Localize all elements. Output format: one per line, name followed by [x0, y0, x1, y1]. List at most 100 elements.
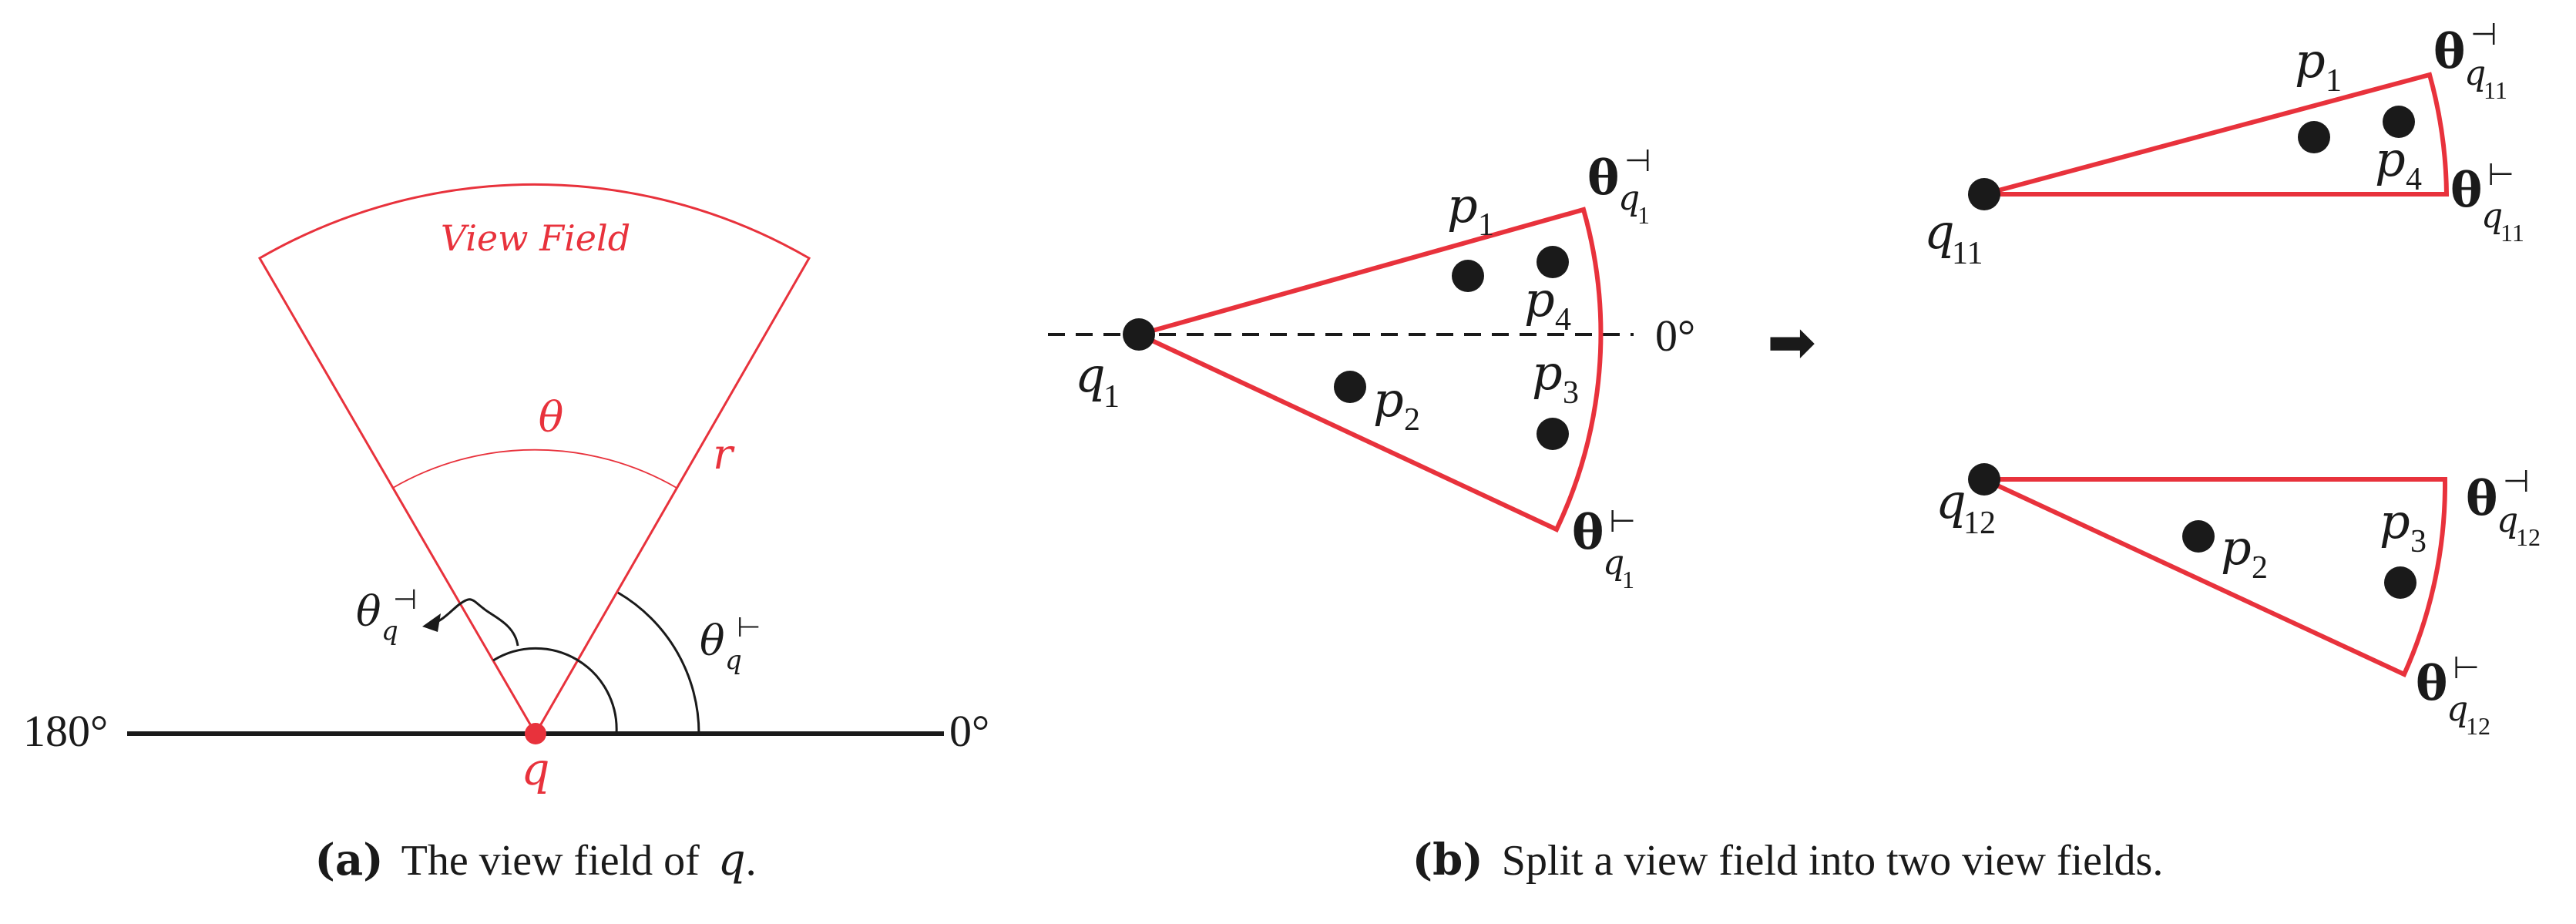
svg-text:θ: θ: [2450, 162, 2482, 218]
point-p2: [1334, 371, 1366, 403]
svg-text:θ: θ: [1587, 150, 1619, 206]
origin-label: q: [521, 743, 549, 795]
deg-0-label: 0°: [949, 706, 989, 756]
point-p3: [1537, 418, 1569, 450]
point-p4: [1537, 246, 1569, 278]
label-q12-theta-top: θ ⊣ q 12: [2466, 464, 2541, 551]
svg-text:θ: θ: [1572, 504, 1604, 560]
label-q12: q 12: [1936, 473, 1996, 541]
svg-text:θ: θ: [2466, 470, 2497, 526]
transform-arrow: ➡: [1767, 311, 1816, 375]
label-p2: p 2: [1373, 371, 1420, 438]
zero-label: 0°: [1655, 311, 1695, 361]
point-q12-p2: [2182, 520, 2215, 553]
svg-text:p: p: [2380, 493, 2410, 549]
view-field-label: View Field: [441, 217, 630, 259]
label-q11-theta-bot: θ ⊢ q 11: [2450, 157, 2524, 247]
svg-text:q: q: [1075, 347, 1106, 403]
label-q12-p2: p 2: [2221, 519, 2268, 586]
panel-b-q11: q 11 p 1 p 4 θ ⊣ q 11 θ ⊢ q 11: [1924, 17, 2524, 271]
svg-text:⊣: ⊣: [2503, 464, 2530, 499]
point-p1: [1452, 260, 1484, 292]
svg-text:12: 12: [2516, 523, 2541, 551]
theta-arc: [392, 449, 677, 489]
panel-a: View Field θ r q θ q ⊣ θ q ⊢ 180° 0° (a)…: [23, 183, 989, 885]
svg-text:p: p: [1524, 271, 1555, 328]
svg-text:11: 11: [1952, 236, 1983, 271]
left-angle-label: θ q ⊣: [356, 584, 417, 647]
label-theta-bot-q1: θ ⊢ q 1: [1572, 504, 1636, 593]
svg-text:1: 1: [1622, 566, 1634, 593]
svg-text:12: 12: [1963, 506, 1996, 541]
view-field-q11: [1983, 72, 2450, 197]
svg-text:θ: θ: [356, 587, 381, 636]
label-theta-top-q1: θ ⊣ q 1: [1587, 143, 1651, 229]
label-p4: p 4: [1524, 271, 1571, 338]
panel-b-q12: q 12 p 2 p 3 θ ⊣ q 12 θ ⊢ q 12: [1936, 463, 2541, 740]
svg-text:12: 12: [2466, 712, 2490, 740]
deg-180-label: 180°: [23, 706, 108, 756]
svg-text:⊢: ⊢: [2487, 157, 2514, 192]
svg-text:11: 11: [2500, 219, 2524, 247]
point-q12-p3: [2384, 566, 2416, 599]
svg-text:4: 4: [2406, 162, 2422, 197]
label-q11-theta-top: θ ⊣ q 11: [2433, 17, 2507, 104]
svg-text:q: q: [2464, 54, 2486, 93]
point-q11: [1968, 178, 2000, 210]
point-q1: [1123, 318, 1155, 351]
point-q12: [1968, 463, 2000, 496]
svg-text:⊣: ⊣: [1624, 143, 1651, 178]
svg-text:θ: θ: [2433, 23, 2465, 79]
caption-b: (b) Split a view field into two view fie…: [1412, 835, 2164, 885]
view-field-sector: [257, 183, 811, 736]
svg-text:q: q: [1618, 179, 1640, 218]
label-q11-p4: p 4: [2375, 131, 2422, 197]
svg-text:q: q: [2447, 690, 2468, 729]
svg-text:⊣: ⊣: [2470, 17, 2497, 52]
svg-text:3: 3: [1563, 375, 1579, 411]
label-q12-p3: p 3: [2380, 493, 2427, 559]
origin-point: [525, 723, 546, 744]
svg-text:⊢: ⊢: [1609, 504, 1636, 539]
svg-text:11: 11: [2484, 76, 2507, 104]
svg-text:θ: θ: [700, 617, 725, 665]
svg-text:p: p: [1532, 344, 1563, 401]
svg-text:p: p: [1373, 371, 1404, 428]
label-q12-theta-bot: θ ⊢ q 12: [2416, 650, 2490, 740]
svg-text:⊣: ⊣: [393, 584, 417, 615]
label-q11-p1: p 1: [2295, 32, 2342, 99]
svg-text:1: 1: [2326, 63, 2342, 99]
svg-text:2: 2: [1404, 402, 1420, 438]
point-q11-p1: [2298, 121, 2330, 153]
svg-text:θ: θ: [2416, 655, 2447, 711]
svg-text:1: 1: [1103, 379, 1120, 415]
svg-text:q: q: [1924, 203, 1955, 260]
view-field-q1: [1132, 207, 1604, 533]
svg-text:⊢: ⊢: [2453, 650, 2480, 685]
right-angle-arc: [617, 591, 700, 734]
svg-text:3: 3: [2410, 524, 2427, 559]
leader-arrowhead: [422, 613, 441, 632]
svg-text:q: q: [2481, 197, 2503, 236]
svg-text:p: p: [2295, 32, 2326, 89]
svg-text:p: p: [1447, 177, 1478, 234]
caption-a: (a) The view field of q.: [314, 835, 756, 885]
label-p3: p 3: [1532, 344, 1579, 411]
svg-text:⊢: ⊢: [737, 612, 761, 643]
leader-arrow: [431, 598, 519, 647]
right-angle-label: θ q ⊢: [700, 612, 761, 676]
label-q11: q 11: [1924, 203, 1983, 271]
left-angle-arc: [492, 647, 618, 734]
label-p1: p 1: [1447, 177, 1494, 243]
r-label: r: [713, 430, 735, 479]
svg-text:2: 2: [2252, 550, 2268, 586]
svg-text:q: q: [1936, 473, 1966, 529]
svg-text:1: 1: [1478, 207, 1494, 243]
point-q11-p4: [2383, 106, 2415, 138]
label-q1: q 1: [1075, 347, 1120, 415]
panel-b-left: q 1 p 1 p 4 p 2 p 3 θ ⊣ q 1 θ ⊢ q 1: [1048, 143, 1695, 593]
view-field-q12: [1983, 477, 2448, 677]
svg-text:q: q: [1603, 543, 1624, 583]
svg-text:q: q: [2497, 501, 2518, 540]
